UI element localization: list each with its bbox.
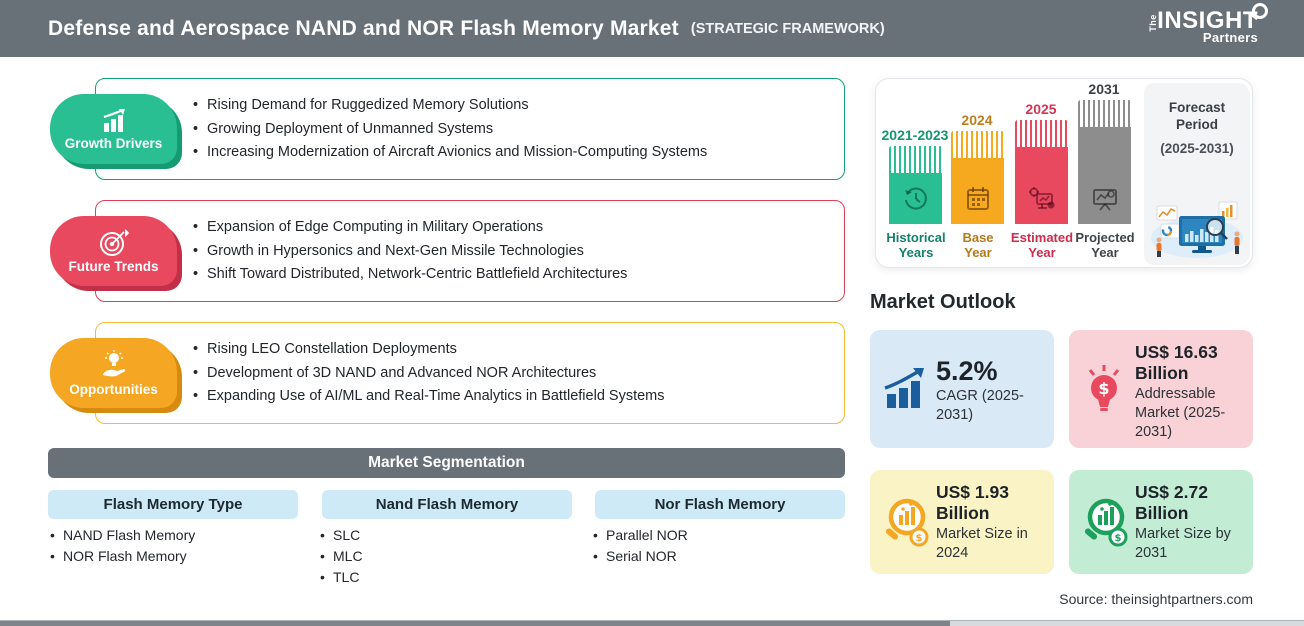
projection-screen-icon (1092, 189, 1117, 211)
scrollbar-thumb[interactable] (0, 621, 950, 626)
list-item: Rising LEO Constellation Deployments (193, 340, 665, 359)
bar-stripes (1078, 100, 1131, 127)
projected-year-bar (1078, 100, 1131, 224)
growth-chart-icon (103, 108, 125, 132)
market-size-2024-card: $ US$ 1.93 Billion Market Size in 2024 (870, 470, 1054, 574)
historical-years-bar (889, 146, 942, 224)
horizontal-scrollbar[interactable] (0, 620, 1304, 626)
estimated-year-bar (1015, 120, 1068, 224)
timeline-year-label: 2031 (1088, 81, 1120, 97)
source-attribution: Source: theinsightpartners.com (1059, 591, 1253, 607)
dollar-bulb-icon: $ (1088, 365, 1120, 411)
growth-drivers-box: Rising Demand for Ruggedized Memory Solu… (95, 78, 845, 180)
flash-memory-type-list: NAND Flash Memory NOR Flash Memory (50, 525, 195, 567)
cagr-card: 5.2% CAGR (2025-2031) (870, 330, 1054, 448)
list-item: TLC (320, 567, 363, 588)
growth-drivers-list: Rising Demand for Ruggedized Memory Solu… (193, 92, 707, 167)
logo-the-text: The (1147, 14, 1158, 32)
opportunities-badge: Opportunities (50, 338, 177, 408)
bulb-hand-icon (102, 349, 125, 376)
cagr-value: 5.2% (936, 356, 998, 386)
list-item: SLC (320, 525, 363, 546)
future-trends-badge: Future Trends (50, 216, 177, 286)
addressable-market-card: $ US$ 16.63 Billion Addressable Market (… (1069, 330, 1253, 448)
market-segmentation-title: Market Segmentation (368, 454, 525, 471)
forecast-period-label: Forecast Period (1168, 100, 1226, 132)
forecast-period-range: (2025-2031) (1160, 141, 1234, 156)
estimation-gear-monitor-icon (1028, 187, 1054, 209)
logo-insight-text: INSIGHT (1157, 7, 1258, 34)
calendar-icon (966, 187, 989, 210)
page-title: Defense and Aerospace NAND and NOR Flash… (48, 16, 679, 40)
market-size-2031-value: US$ 2.72 Billion (1135, 482, 1208, 523)
base-year-bar (951, 131, 1004, 224)
market-size-2031-card: $ US$ 2.72 Billion Market Size by 2031 (1069, 470, 1253, 574)
segment-header-flash-memory-type: Flash Memory Type (48, 490, 298, 519)
history-clock-icon (904, 187, 927, 210)
svg-text:$: $ (1098, 379, 1109, 398)
opportunities-box: Rising LEO Constellation Deployments Dev… (95, 322, 845, 424)
growth-arrow-chart-icon (884, 368, 924, 408)
list-item: Shift Toward Distributed, Network-Centri… (193, 265, 627, 284)
future-trends-list: Expansion of Edge Computing in Military … (193, 214, 627, 289)
bar-stripes (889, 146, 942, 173)
list-item: Development of 3D NAND and Advanced NOR … (193, 364, 665, 383)
bar-stripes (951, 131, 1004, 158)
badge-label: Opportunities (69, 381, 158, 397)
list-item: Rising Demand for Ruggedized Memory Solu… (193, 96, 707, 115)
cagr-description: CAGR (2025-2031) (936, 388, 1024, 423)
segment-header-nor-flash-memory: Nor Flash Memory (595, 490, 845, 519)
addressable-market-value: US$ 16.63 Billion (1135, 342, 1218, 383)
list-item: Serial NOR (593, 546, 688, 567)
opportunities-list: Rising LEO Constellation Deployments Dev… (193, 336, 665, 411)
growth-drivers-badge: Growth Drivers (50, 94, 177, 164)
segment-header-nand-flash-memory: Nand Flash Memory (322, 490, 572, 519)
bar-stripes (1015, 120, 1068, 147)
framework-subtitle: (STRATEGIC FRAMEWORK) (690, 20, 885, 37)
logo-partners-text: Partners (1202, 30, 1258, 45)
magnifier-icon (1252, 3, 1268, 19)
list-item: Growing Deployment of Unmanned Systems (193, 120, 707, 139)
list-item: Parallel NOR (593, 525, 688, 546)
addressable-market-description: Addressable Market (2025-2031) (1135, 386, 1226, 440)
magnifier-chart-orange-icon: $ (885, 498, 929, 547)
list-item: Increasing Modernization of Aircraft Avi… (193, 143, 707, 162)
svg-text:$: $ (1115, 533, 1122, 544)
timeline-year-label: 2021-2023 (881, 127, 949, 143)
market-size-2031-description: Market Size by 2031 (1135, 526, 1231, 561)
list-item: Growth in Hypersonics and Next-Gen Missi… (193, 242, 627, 261)
market-segmentation-header: Market Segmentation (48, 448, 845, 478)
list-item: Expanding Use of AI/ML and Real-Time Ana… (193, 387, 665, 406)
magnifier-chart-green-icon: $ (1084, 498, 1128, 547)
forecast-period-panel: Forecast Period (2025-2031) (1144, 83, 1250, 265)
badge-label: Growth Drivers (64, 135, 163, 151)
list-item: NOR Flash Memory (50, 546, 195, 567)
list-item: Expansion of Edge Computing in Military … (193, 218, 627, 237)
timeline-year-label: 2024 (961, 112, 993, 128)
svg-text:$: $ (916, 533, 923, 544)
insight-partners-logo: The INSIGHT Partners (1148, 3, 1268, 45)
timeline-year-label: 2025 (1025, 101, 1057, 117)
list-item: NAND Flash Memory (50, 525, 195, 546)
target-dart-icon (99, 228, 129, 256)
market-size-2024-value: US$ 1.93 Billion (936, 482, 1009, 523)
list-item: MLC (320, 546, 363, 567)
analytics-illustration (1151, 201, 1243, 258)
market-outlook-title: Market Outlook (870, 291, 1016, 313)
nand-flash-memory-list: SLC MLC TLC (320, 525, 363, 588)
market-size-2024-description: Market Size in 2024 (936, 526, 1028, 561)
nor-flash-memory-list: Parallel NOR Serial NOR (593, 525, 688, 567)
header-bar: Defense and Aerospace NAND and NOR Flash… (0, 0, 1304, 57)
badge-label: Future Trends (68, 258, 159, 274)
future-trends-box: Expansion of Edge Computing in Military … (95, 200, 845, 302)
forecast-timeline-card: 2021-2023 2024 2025 2031 (875, 78, 1253, 268)
